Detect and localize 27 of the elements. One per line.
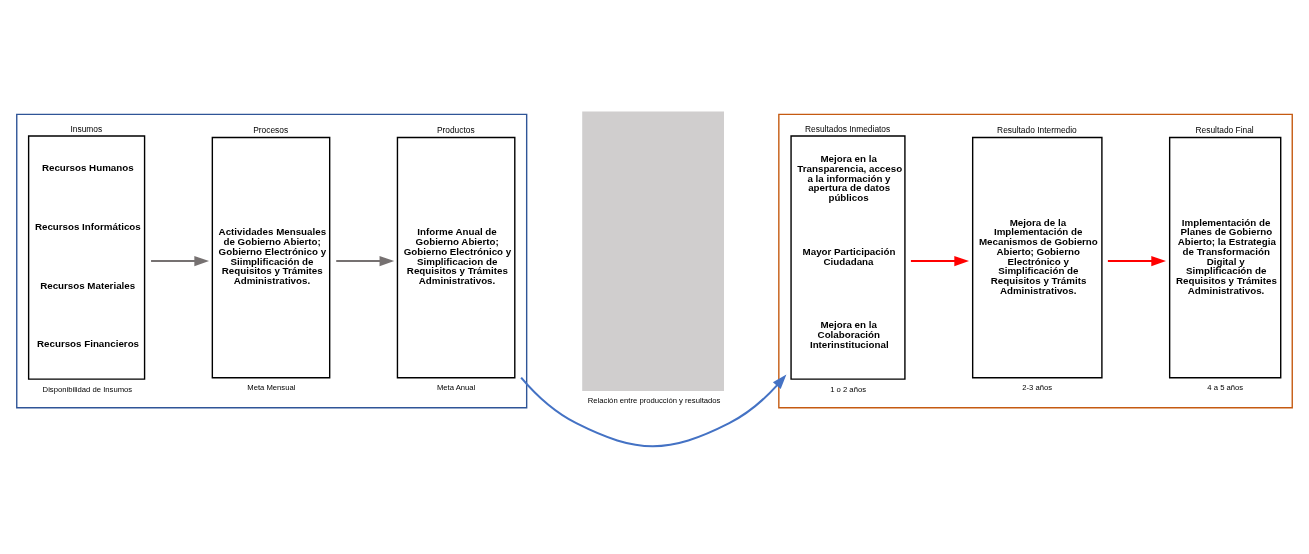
node-label: Procesos [253,124,289,135]
node-label: Relación entre producción y resultados [587,395,721,405]
node-label: 1 o 2 años [830,384,867,394]
node-box: Mejora en la Transparencia, acceso a la información y apertura de datos públicos Mayor Participación Ciudadana Mejora en la Colaboración Interinstitucional [790,134,906,380]
arrow [336,255,395,266]
arrow [1107,255,1166,266]
node-label: Resultado Intermedio [997,124,1077,135]
node-label: Insumos [70,123,103,134]
node-box: Informe Anual de Gobierno Abierto; Gobierno Electrónico y Simplificacion de Requisitos y Trámites Administrativos. [396,136,516,378]
node-label: 2-3 años [1022,382,1053,392]
node-label: Resultado Final [1195,124,1254,135]
node-label: Productos [436,124,475,135]
arrow [520,374,787,447]
node-label: Meta Mensual [247,382,296,392]
node-label: Resultados Inmediatos [805,123,891,134]
node-label: Meta Anual [436,382,476,392]
node-box: Implementación de Planes de Gobierno Abierto; la Estrategia de Transformación Digital y Simplificación de Requisitos y Trámites Administrativos. [1168,136,1282,378]
node-box: Mejora de la Implementación de Mecanismos de Gobierno Abierto; Gobierno Electrónico y Simplificación de Requisitos y Trámits Administrativos. [971,136,1103,378]
node-label: 4 a 5 años [1207,382,1244,392]
node-box: Actividades Mensuales de Gobierno Abierto; Gobierno Electrónico y Siimplificación de Requisitos y Trámites Administrativos. [211,136,331,378]
arrow [910,255,969,266]
node-box: Recursos Humanos Recursos Informáticos Recursos Materiales Recursos Financieros [27,134,146,380]
arrow [151,255,210,266]
node-bar [582,111,724,391]
cluster [16,113,528,408]
node-label: Disponibilidad de Insumos [42,384,133,394]
cluster [778,113,1293,408]
